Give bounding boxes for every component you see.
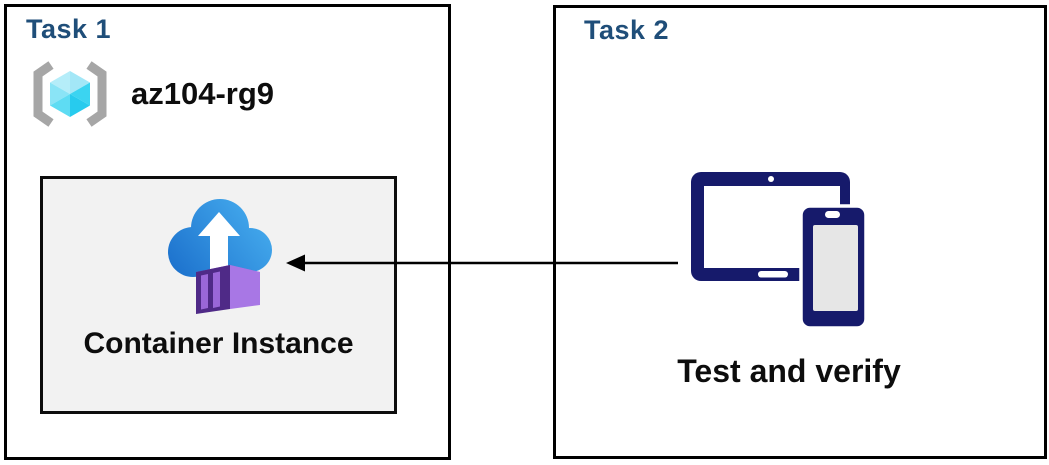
container-instance-box: Container Instance bbox=[40, 176, 397, 414]
task1-box: Task 1 az104-rg9 bbox=[4, 4, 451, 460]
resource-group-icon bbox=[33, 61, 107, 127]
devices-label: Test and verify bbox=[677, 353, 901, 389]
devices-icon bbox=[691, 172, 868, 330]
resource-group: az104-rg9 bbox=[27, 59, 274, 129]
container-instance-icon bbox=[167, 199, 272, 314]
resource-group-name: az104-rg9 bbox=[131, 76, 275, 111]
task2-title: Task 2 bbox=[584, 15, 670, 45]
container-instance-label: Container Instance bbox=[83, 327, 354, 360]
task1-title: Task 1 bbox=[26, 14, 112, 44]
task2-box: Task 2 Test and verify bbox=[553, 5, 1047, 459]
